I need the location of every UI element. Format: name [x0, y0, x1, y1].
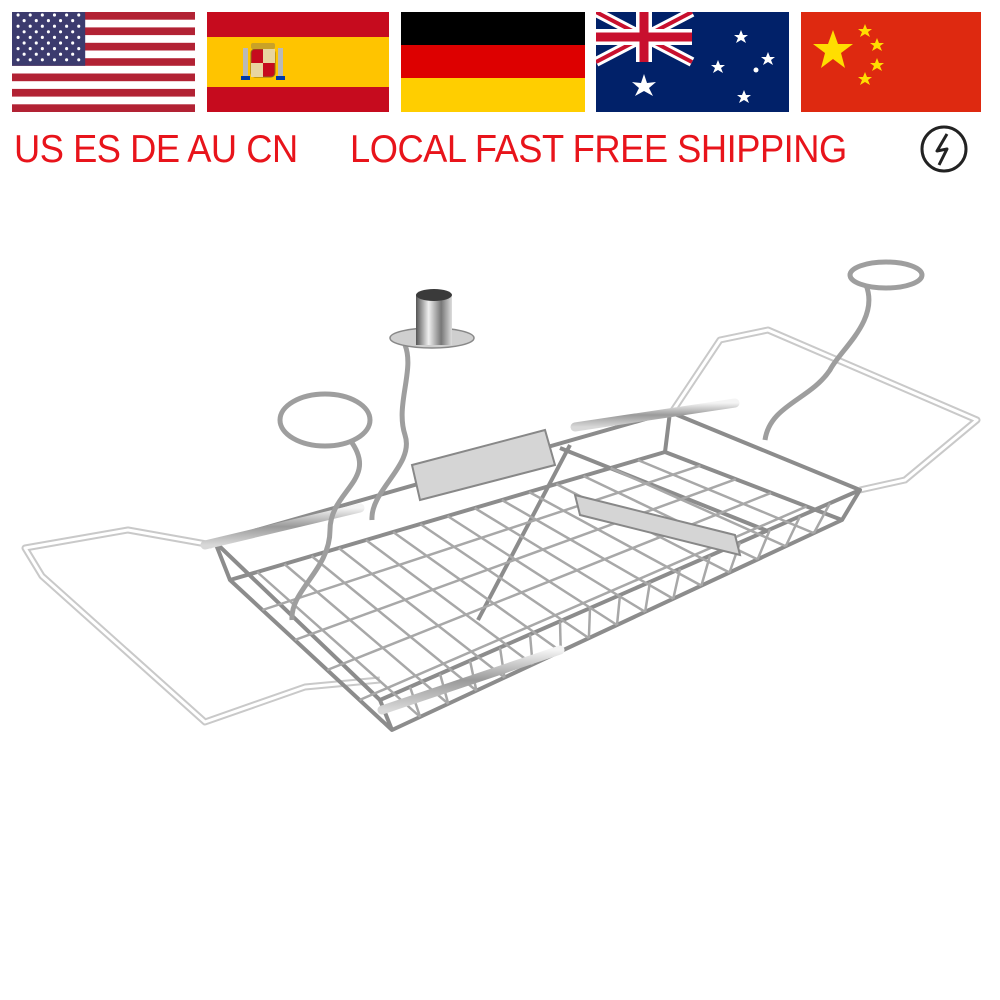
china-flag [801, 12, 981, 112]
spain-coat-of-arms-icon [241, 43, 285, 80]
us-flag [12, 12, 195, 112]
spain-flag [207, 12, 389, 112]
bathtub-caddy-tray-image [0, 190, 1000, 790]
country-codes: US ES DE AU CN [14, 128, 298, 171]
shipping-banner: US ES DE AU CN LOCAL FAST FREE SHIPPING [14, 122, 974, 178]
australia-flag [596, 12, 789, 112]
lightning-bolt-icon [919, 124, 969, 174]
union-jack-icon [596, 12, 695, 67]
germany-flag [401, 12, 585, 112]
shipping-slogan: LOCAL FAST FREE SHIPPING [350, 128, 847, 171]
